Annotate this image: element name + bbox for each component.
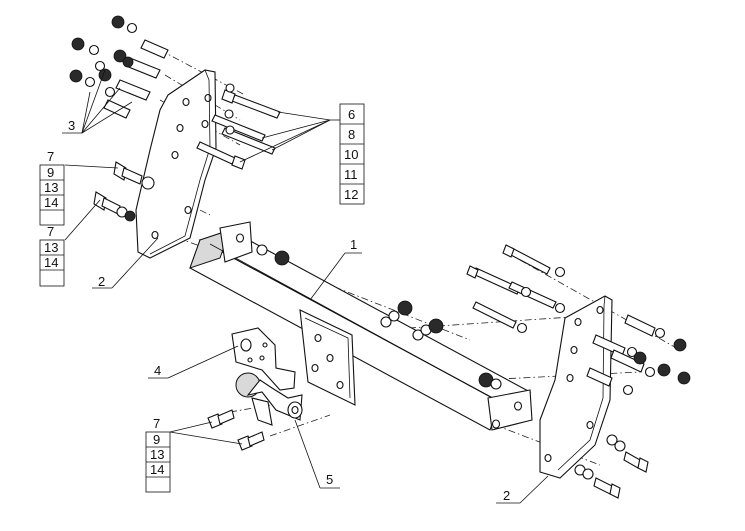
callout-stack-left-mid: 7 13 14 xyxy=(39,224,65,287)
stack-bottom-item-3: 14 xyxy=(150,462,164,477)
leader-lines xyxy=(62,69,549,504)
stack-left-top-item-1: 9 xyxy=(47,165,54,180)
tow-ball-assembly xyxy=(235,372,303,426)
beam-center-mounting-plate xyxy=(299,309,356,406)
stack-left-mid-item-0: 7 xyxy=(47,224,54,239)
left-side-bracket xyxy=(135,69,217,259)
right-long-bolts xyxy=(466,244,566,334)
stack-bottom-item-1: 9 xyxy=(153,432,160,447)
stack-right-item-4: 12 xyxy=(344,187,358,202)
right-spacers-and-nuts xyxy=(586,314,691,396)
callout-part-2-right: 2 xyxy=(503,488,510,503)
stack-left-top-item-2: 13 xyxy=(44,180,58,195)
callout-stack-bottom: 7 9 13 14 xyxy=(145,416,171,493)
stack-right-item-0: 6 xyxy=(348,107,355,122)
left-side-bolts-group-b xyxy=(93,191,136,222)
callout-part-5: 5 xyxy=(326,472,333,487)
stack-right-item-2: 10 xyxy=(344,147,358,162)
stack-right-item-3: 11 xyxy=(344,167,358,182)
callout-part-4: 4 xyxy=(154,363,161,378)
tow-ball-bolts xyxy=(207,409,265,451)
right-side-bracket xyxy=(539,295,613,479)
callout-part-2-left: 2 xyxy=(98,274,105,289)
callout-stack-6-12: 6 8 10 11 12 xyxy=(330,103,365,205)
left-top-nuts-and-spacers xyxy=(69,15,169,119)
stack-left-top-item-0: 7 xyxy=(47,149,54,164)
right-bottom-bolts xyxy=(574,434,649,499)
socket-bracket xyxy=(231,327,296,391)
callout-part-1: 1 xyxy=(350,237,357,252)
stack-left-mid-item-1: 13 xyxy=(44,240,58,255)
left-long-bolts xyxy=(196,83,281,170)
beam-nuts-and-washers xyxy=(256,244,502,390)
stack-bottom-item-0: 7 xyxy=(153,416,160,431)
left-side-bolts-group-a xyxy=(113,161,155,190)
left-bracket-holes xyxy=(151,93,212,240)
stack-left-mid-item-2: 14 xyxy=(44,255,58,270)
callout-labels: 1 2 2 3 4 5 xyxy=(68,118,510,503)
stack-bottom-item-2: 13 xyxy=(150,447,164,462)
stack-left-top-item-3: 14 xyxy=(44,195,58,210)
stack-right-item-1: 8 xyxy=(348,127,355,142)
callout-stack-left-top: 7 9 13 14 xyxy=(39,149,65,226)
callout-part-3: 3 xyxy=(68,118,75,133)
